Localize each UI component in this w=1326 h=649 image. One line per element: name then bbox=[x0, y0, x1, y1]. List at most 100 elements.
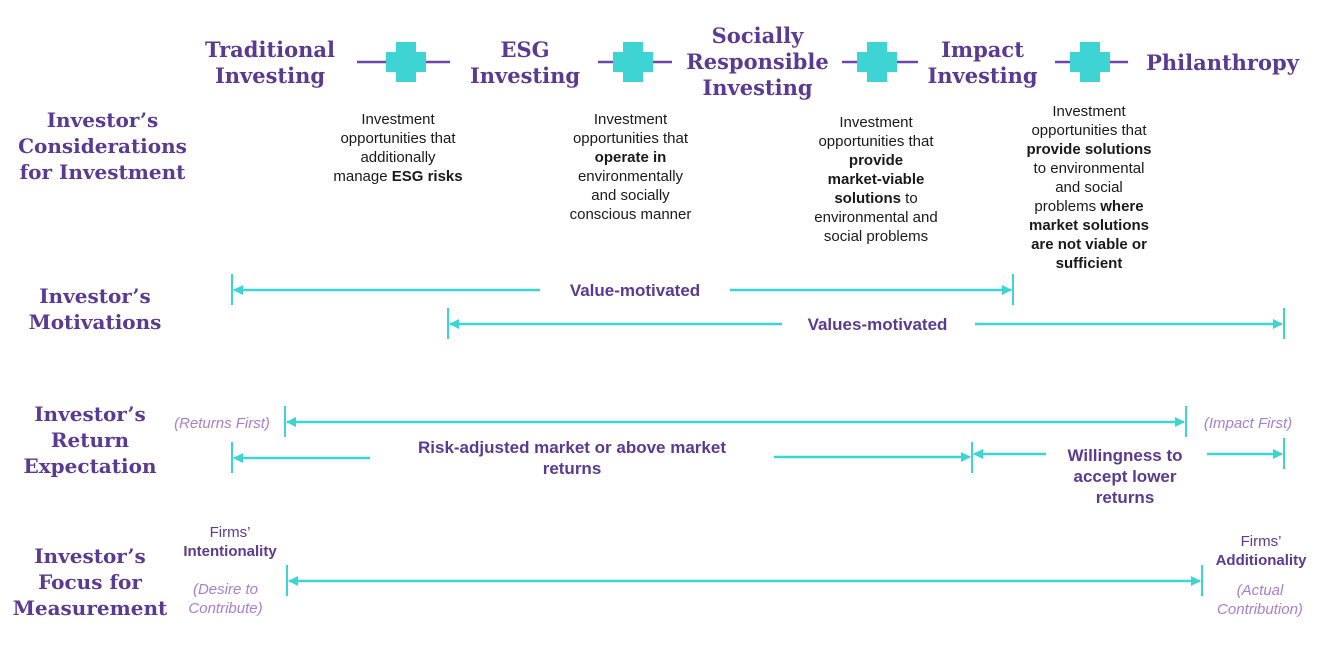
description-line: provide bbox=[796, 151, 956, 170]
measurement-arrow bbox=[286, 565, 1203, 596]
row-label-considerations: Investor’s Considerations for Investment bbox=[10, 107, 195, 185]
category-line: Traditional bbox=[205, 37, 335, 62]
description-line: conscious manner bbox=[569, 206, 692, 223]
category-impact-investing: Impact Investing bbox=[920, 37, 1045, 89]
description-emphasis: solutions bbox=[834, 190, 901, 207]
lower-returns-label: Willingness to accept lower returns bbox=[1050, 445, 1200, 508]
row-label-line: for Investment bbox=[19, 160, 186, 184]
additionality-label: Firms’ Additionality bbox=[1200, 532, 1322, 570]
category-line: Investing bbox=[927, 63, 1038, 88]
description-line: Investment bbox=[361, 111, 435, 128]
description-line: problems where bbox=[1008, 197, 1170, 216]
description-emphasis: market solutions bbox=[1028, 217, 1150, 234]
row-label-line: Motivations bbox=[28, 310, 162, 334]
actual-contribution-note: (Actual Contribution) bbox=[1205, 581, 1315, 619]
label-line: returns bbox=[1095, 488, 1155, 507]
lower-returns-arrow bbox=[973, 438, 1285, 469]
label-line: returns bbox=[542, 459, 602, 478]
label-emphasis: Additionality bbox=[1215, 552, 1307, 569]
category-esg-investing: ESG Investing bbox=[460, 37, 590, 89]
description-emphasis: market-viable bbox=[827, 171, 925, 188]
row-label-line: Investor’s bbox=[46, 108, 159, 132]
description-line: market solutions bbox=[1008, 216, 1170, 235]
row-label-motivations: Investor’s Motivations bbox=[10, 283, 180, 335]
label-line: Intentionality bbox=[165, 542, 295, 561]
category-line: Socially bbox=[711, 23, 804, 48]
description-emphasis: are not viable or bbox=[1031, 236, 1147, 253]
description-text: problems bbox=[1034, 198, 1101, 215]
description-impact: Investment opportunities that provide ma… bbox=[796, 113, 956, 246]
description-line: opportunities that bbox=[1031, 122, 1147, 139]
connector-3 bbox=[842, 42, 918, 82]
value-motivated-label: Value-motivated bbox=[545, 280, 725, 301]
description-emphasis: sufficient bbox=[1055, 255, 1123, 272]
market-returns-arrow bbox=[231, 442, 973, 473]
description-line: opportunities that bbox=[340, 130, 456, 147]
connector-1 bbox=[357, 42, 450, 82]
label-line: Risk-adjusted market or above market bbox=[417, 438, 726, 457]
description-sri: Investment opportunities that operate in… bbox=[553, 110, 708, 224]
row-label-line: Expectation bbox=[23, 454, 157, 478]
description-line: social problems bbox=[823, 228, 929, 245]
description-line: opportunities that bbox=[572, 130, 689, 147]
description-line: opportunities that bbox=[818, 133, 934, 150]
category-line: ESG bbox=[500, 37, 550, 62]
description-line: environmental and bbox=[814, 209, 938, 226]
values-motivated-label: Values-motivated bbox=[785, 314, 970, 335]
market-returns-label: Risk-adjusted market or above market ret… bbox=[376, 437, 768, 479]
category-line: Philanthropy bbox=[1146, 50, 1299, 75]
connector-2 bbox=[598, 42, 672, 82]
description-line: and socially bbox=[591, 187, 670, 204]
row-label-line: Investor’s bbox=[34, 544, 146, 568]
category-line: Responsible bbox=[686, 49, 829, 74]
row-label-line: Measurement bbox=[12, 596, 168, 620]
row-label-return-expectation: Investor’s Return Expectation bbox=[10, 401, 170, 479]
description-line: operate in bbox=[553, 148, 708, 167]
label-line: Firms’ bbox=[1240, 533, 1282, 550]
description-emphasis: where bbox=[1100, 198, 1144, 215]
row-label-focus-measurement: Investor’s Focus for Measurement bbox=[6, 543, 174, 621]
note-line: Contribute) bbox=[188, 600, 263, 617]
description-line: environmentally bbox=[577, 168, 684, 185]
description-line: Investment bbox=[593, 111, 668, 128]
row-label-line: Return bbox=[50, 428, 130, 452]
description-line: Investment bbox=[839, 114, 913, 131]
values-motivated-arrow bbox=[447, 308, 1285, 339]
description-esg: Investment opportunities that additional… bbox=[318, 110, 478, 186]
category-line: Impact bbox=[941, 37, 1024, 62]
row-label-line: Focus for bbox=[38, 570, 142, 594]
label-line: Firms’ bbox=[209, 524, 251, 541]
returns-first-note: (Returns First) bbox=[174, 415, 270, 432]
category-line: Investing bbox=[214, 63, 326, 88]
description-text: to bbox=[900, 190, 918, 207]
connector-4 bbox=[1055, 42, 1128, 82]
category-line: Investing bbox=[469, 63, 581, 88]
description-line: additionally bbox=[360, 149, 436, 166]
row-label-line: Considerations bbox=[18, 134, 187, 158]
description-line: sufficient bbox=[1008, 254, 1170, 273]
note-line: Contribution) bbox=[1217, 601, 1303, 618]
category-traditional-investing: Traditional Investing bbox=[200, 37, 340, 89]
description-emphasis: provide bbox=[848, 152, 904, 169]
category-philanthropy: Philanthropy bbox=[1140, 50, 1305, 76]
row-label-line: Investor’s bbox=[34, 402, 146, 426]
category-line: Investing bbox=[702, 75, 813, 100]
row-label-line: Investor’s bbox=[39, 284, 151, 308]
label-line: accept lower bbox=[1073, 467, 1177, 486]
description-line: market-viable bbox=[796, 170, 956, 189]
intentionality-label: Firms’ Intentionality bbox=[165, 523, 295, 561]
description-emphasis: provide solutions bbox=[1026, 141, 1152, 158]
description-line: solutions to bbox=[796, 189, 956, 208]
description-line: to environmental bbox=[1033, 160, 1145, 177]
description-philanthropy: Investment opportunities that provide so… bbox=[1008, 102, 1170, 273]
description-line: manage ESG risks bbox=[318, 167, 478, 186]
description-line: are not viable or bbox=[1008, 235, 1170, 254]
description-line: and social bbox=[1055, 179, 1123, 196]
note-line: (Desire to bbox=[192, 581, 259, 598]
note-line: (Actual bbox=[1236, 582, 1284, 599]
desire-to-contribute-note: (Desire to Contribute) bbox=[168, 580, 283, 618]
value-motivated-arrow bbox=[231, 274, 1014, 305]
description-line: provide solutions bbox=[1008, 140, 1170, 159]
description-emphasis: ESG risks bbox=[391, 168, 463, 185]
